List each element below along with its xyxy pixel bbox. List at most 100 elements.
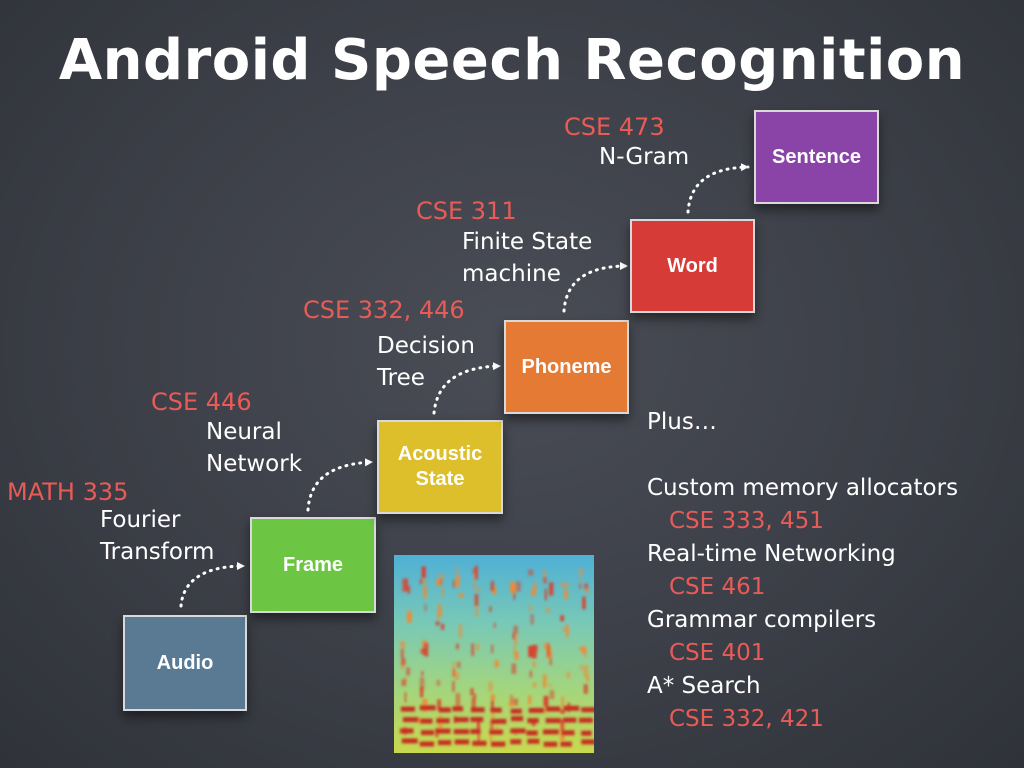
spectrogram-mark — [400, 641, 404, 647]
spectrogram-mark — [563, 627, 566, 632]
spectrogram-graphic — [394, 555, 594, 753]
course-cse-473: CSE 473 — [564, 113, 665, 141]
arrow-acoustic-to-phoneme — [432, 362, 502, 415]
acoustic-state-label-line2: State — [415, 468, 465, 490]
spectrogram-mark — [549, 582, 554, 596]
spectrogram-mark — [476, 587, 481, 592]
course-cse-311: CSE 311 — [416, 197, 517, 225]
step-label-fourier-transform: Fourier Transform — [100, 504, 214, 568]
spectrogram-formant — [581, 707, 594, 713]
spectrogram-mark — [452, 661, 456, 675]
spectrogram-formant — [400, 706, 415, 712]
spectrogram-mark — [491, 644, 494, 654]
step-label-decision-tree: Decision Tree — [377, 330, 475, 394]
spectrogram-mark — [530, 614, 534, 625]
spectrogram-mark — [436, 680, 441, 686]
spectrogram-mark — [437, 604, 443, 616]
spectrogram-mark — [421, 566, 426, 578]
spectrogram-mark — [401, 658, 406, 666]
label-line: machine — [462, 261, 561, 287]
spectrogram-mark — [578, 583, 582, 589]
extras-heading: Plus… — [647, 409, 717, 435]
spectrogram-mark — [470, 643, 475, 656]
spectrogram-formant — [438, 740, 452, 746]
spectrogram-formant — [579, 717, 593, 723]
spectrogram-mark — [477, 729, 481, 742]
spectrogram-mark — [549, 690, 555, 700]
spectrogram-mark — [494, 660, 499, 668]
spectrogram-formant — [581, 739, 594, 745]
spectrogram-mark — [513, 645, 516, 655]
spectrogram-mark — [474, 593, 479, 606]
spectrogram-formant — [581, 730, 592, 736]
label-line: Transform — [100, 539, 215, 565]
extras-item-course: CSE 333, 451 — [669, 508, 824, 534]
spectrogram-mark — [512, 632, 515, 640]
spectrogram-mark — [533, 581, 537, 594]
spectrogram-mark — [583, 665, 589, 677]
phoneme-label: Phoneme — [521, 355, 612, 378]
phoneme-box: Phoneme — [504, 320, 629, 414]
spectrogram-mark — [489, 729, 493, 743]
spectrogram-mark — [529, 670, 533, 678]
spectrogram-mark — [473, 693, 477, 699]
spectrogram-mark — [509, 701, 514, 707]
spectrogram-mark — [515, 581, 521, 592]
spectrogram-formant — [543, 741, 558, 747]
spectrogram-mark — [421, 671, 424, 676]
spectrogram-mark — [543, 643, 548, 650]
spectrogram-mark — [435, 621, 440, 626]
spectrogram-formant — [563, 717, 577, 723]
spectrogram-mark — [584, 587, 590, 594]
label-line: Decision — [377, 333, 475, 359]
step-label-neural-network: Neural Network — [206, 416, 302, 480]
spectrogram-mark — [561, 582, 566, 587]
spectrogram-mark — [510, 581, 515, 593]
spectrogram-mark — [437, 611, 441, 620]
spectrogram-mark — [561, 696, 565, 709]
spectrogram-mark — [584, 646, 587, 658]
spectrogram-mark — [455, 565, 458, 574]
spectrogram-mark — [513, 698, 519, 706]
spectrogram-mark — [401, 679, 407, 686]
spectrogram-formant — [419, 741, 435, 747]
spectrogram-mark — [419, 579, 423, 584]
sentence-label: Sentence — [772, 145, 861, 168]
spectrogram-mark — [543, 695, 549, 707]
spectrogram-mark — [549, 683, 552, 688]
spectrogram-formant — [453, 717, 469, 723]
extras-item-name: A* Search — [647, 673, 761, 699]
spectrogram-mark — [458, 624, 463, 638]
spectrogram-formant — [491, 741, 506, 747]
spectrogram-mark — [476, 644, 480, 651]
spectrogram-mark — [456, 661, 461, 668]
spectrogram-mark — [582, 596, 586, 610]
frame-box: Frame — [250, 517, 376, 613]
label-line: Neural — [206, 419, 282, 445]
audio-box: Audio — [123, 615, 247, 711]
audio-label: Audio — [156, 651, 214, 674]
word-box: Word — [630, 219, 755, 313]
spectrogram-mark — [490, 581, 495, 591]
spectrogram-mark — [422, 639, 427, 648]
spectrogram-mark — [543, 702, 548, 714]
spectrogram-mark — [584, 583, 589, 590]
spectrogram-mark — [406, 611, 412, 623]
spectrogram-mark — [420, 686, 424, 698]
spectrogram-mark — [491, 700, 494, 708]
spectrogram-formant — [543, 729, 559, 735]
spectrogram-mark — [419, 677, 425, 690]
spectrogram-mark — [533, 644, 538, 652]
frame-label: Frame — [282, 553, 344, 576]
spectrogram-mark — [583, 684, 588, 694]
spectrogram-formant — [490, 707, 502, 713]
spacer — [647, 439, 958, 472]
spectrogram-mark — [472, 568, 478, 574]
slide-title: Android Speech Recognition — [58, 28, 966, 93]
spectrogram-mark — [549, 652, 552, 666]
spectrogram-mark — [452, 680, 455, 692]
spectrogram-formant — [563, 705, 580, 711]
label-line: N-Gram — [599, 144, 690, 170]
spectrogram-formant — [400, 728, 414, 734]
